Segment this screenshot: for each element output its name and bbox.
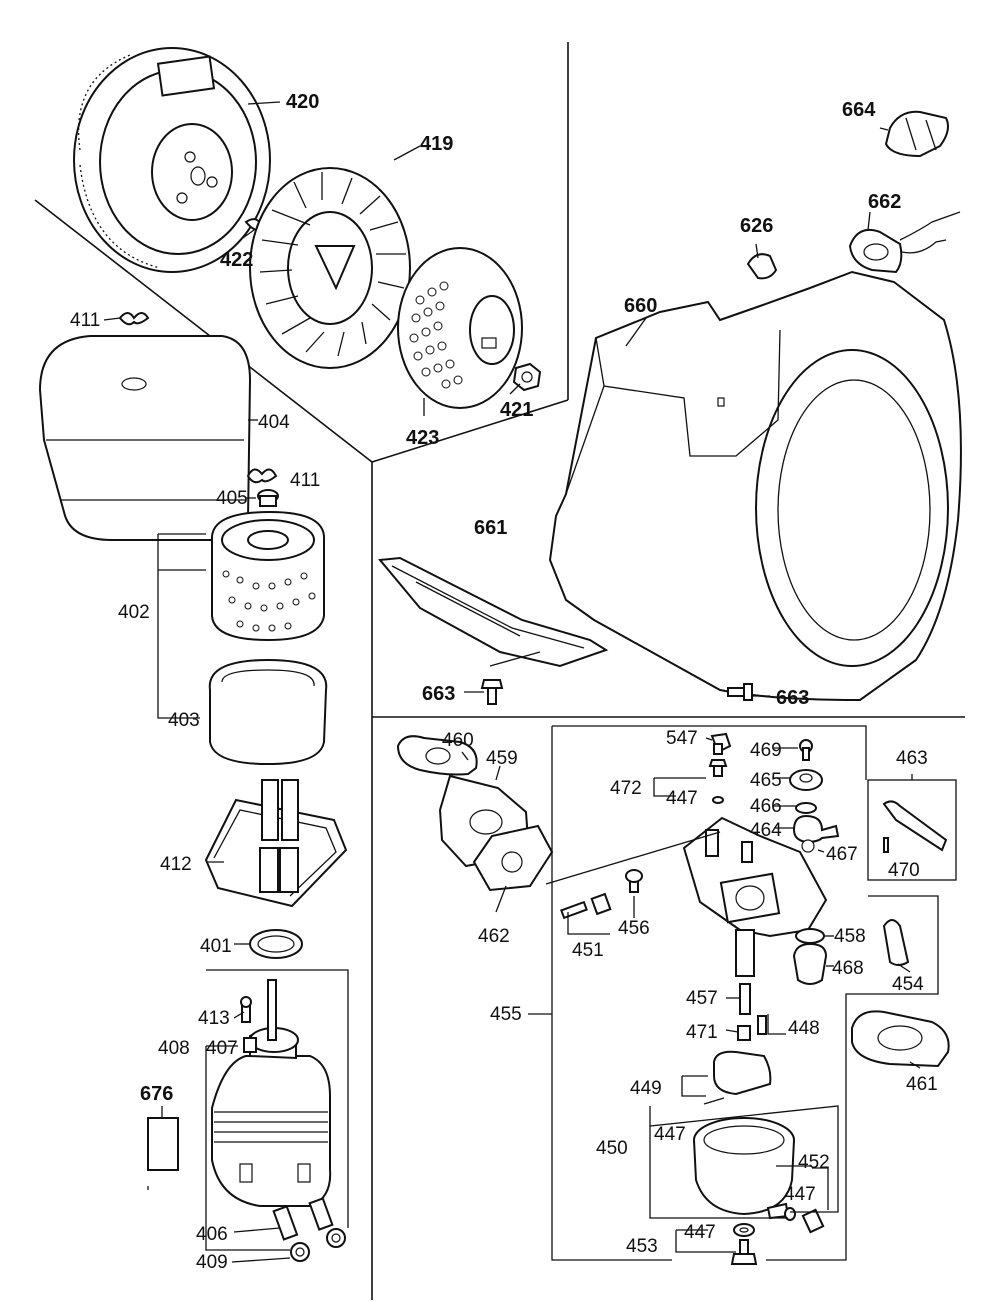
nut-part [290, 1228, 346, 1262]
label-407: 407 [206, 1038, 238, 1059]
label-459: 459 [486, 748, 518, 769]
label-468: 468 [832, 958, 864, 979]
air-cleaner-cover-part [38, 335, 252, 541]
air-cleaner-base-part [204, 779, 348, 908]
label-457: 457 [686, 988, 718, 1009]
label-454: 454 [892, 974, 924, 995]
collar-part [243, 1037, 257, 1053]
label-419: 419 [420, 133, 453, 155]
throttle-screw-part [560, 892, 612, 920]
label-453: 453 [626, 1236, 658, 1257]
label-406: 406 [196, 1224, 228, 1245]
flywheel-part [73, 47, 271, 273]
label-451: 451 [572, 940, 604, 961]
label-471: 471 [686, 1022, 718, 1043]
label-663-b: 663 [776, 687, 809, 709]
breather-tube-part [272, 1197, 334, 1241]
label-423: 423 [406, 427, 439, 449]
bowl-bolt-part [730, 1223, 758, 1265]
gasket-ring-part [249, 929, 303, 959]
leader-lines [103, 101, 921, 1263]
label-448: 448 [788, 1018, 820, 1039]
small-carb-parts [708, 732, 840, 853]
label-662: 662 [868, 191, 901, 213]
part-labels: 420 419 422 411 423 421 404 411 405 402 … [70, 91, 938, 1273]
float-bowl-part [693, 1117, 795, 1220]
label-413: 413 [198, 1008, 230, 1029]
flywheel-nut-part [512, 362, 542, 392]
label-462: 462 [478, 926, 510, 947]
label-547: 547 [666, 728, 698, 749]
label-452: 452 [798, 1152, 830, 1173]
label-456: 456 [618, 918, 650, 939]
cooling-fan-part [249, 167, 411, 369]
label-626: 626 [740, 215, 773, 237]
label-403: 403 [168, 710, 200, 731]
label-449: 449 [630, 1078, 662, 1099]
label-447-c: 447 [784, 1184, 816, 1205]
label-460: 460 [442, 730, 474, 751]
label-447: 447 [666, 788, 698, 809]
carb-brackets [528, 725, 939, 1261]
starter-pulley-part [397, 247, 523, 409]
label-422: 422 [220, 249, 253, 271]
insulator-gasket-part [396, 735, 478, 776]
label-411: 411 [70, 310, 100, 331]
label-450: 450 [596, 1138, 628, 1159]
grommet-part [257, 489, 279, 507]
label-664: 664 [842, 99, 876, 121]
label-464: 464 [750, 820, 782, 841]
label-411-b: 411 [290, 470, 320, 491]
label-470: 470 [888, 860, 920, 881]
label-404: 404 [258, 412, 290, 433]
label-421: 421 [500, 399, 533, 421]
label-447-b: 447 [654, 1124, 686, 1145]
float-valve-parts [792, 928, 828, 985]
label-401: 401 [200, 936, 232, 957]
ignition-switch-part [848, 211, 961, 274]
label-420: 420 [286, 91, 319, 113]
wing-nut-part [118, 312, 150, 326]
label-458: 458 [834, 926, 866, 947]
paper-filter-part [210, 510, 326, 642]
label-409: 409 [196, 1252, 228, 1273]
air-cleaner-gasket-part [851, 1010, 950, 1068]
clamp-part [746, 253, 778, 280]
main-jet-parts [737, 983, 767, 1041]
label-676: 676 [140, 1083, 173, 1105]
label-402: 402 [118, 602, 150, 623]
label-466: 466 [750, 796, 782, 817]
float-part [703, 1050, 772, 1105]
foam-filter-part [208, 658, 328, 766]
drain-screw-part [784, 1207, 825, 1234]
label-469: 469 [750, 740, 782, 761]
label-663: 663 [422, 683, 455, 705]
float-pin-part [882, 919, 910, 966]
wing-nut-part-2 [246, 468, 278, 484]
carburetor-body-part [545, 816, 828, 977]
label-465: 465 [750, 770, 782, 791]
housing-bolt-part [480, 679, 753, 705]
label-660: 660 [624, 295, 657, 317]
wire-clamp-part [884, 110, 949, 158]
pilot-screw-part [625, 869, 643, 893]
label-sheet-part [147, 1117, 179, 1171]
label-661: 661 [474, 517, 507, 539]
label-408: 408 [158, 1038, 190, 1059]
air-guide-baffle-part [378, 556, 609, 668]
label-472: 472 [610, 778, 642, 799]
section-dividers [34, 42, 965, 1300]
label-405: 405 [216, 488, 248, 509]
label-455: 455 [490, 1004, 522, 1025]
left-brackets [147, 533, 349, 1251]
label-467: 467 [826, 844, 858, 865]
label-447-d: 447 [684, 1222, 716, 1243]
blower-housing-part [548, 270, 962, 702]
air-cleaner-elbow-part [211, 979, 332, 1207]
label-463: 463 [896, 748, 928, 769]
screw-part [240, 996, 252, 1023]
label-461: 461 [906, 1074, 938, 1095]
label-412: 412 [160, 854, 192, 875]
